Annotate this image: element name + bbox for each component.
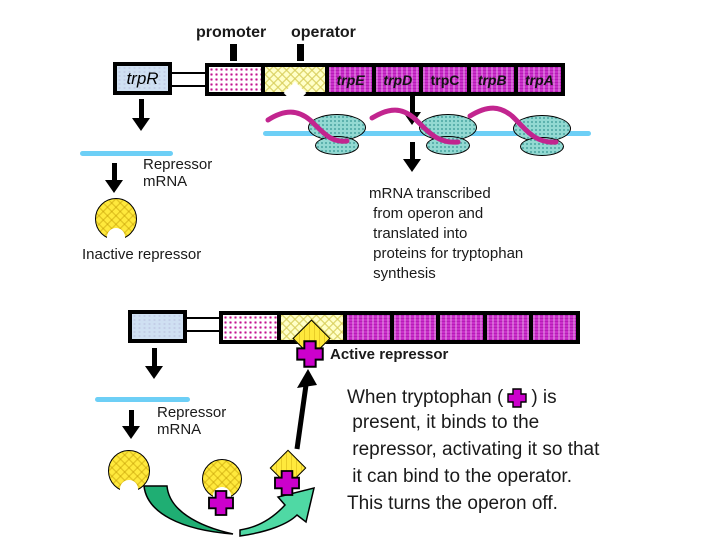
operator-region-box <box>265 67 325 105</box>
transcription-arrow-shaft <box>152 348 157 368</box>
tryptophan-icon <box>208 490 234 516</box>
trpD-gene-label: trpD <box>383 71 413 88</box>
explanation-suffix: ) is <box>531 387 557 408</box>
explanation-line1: When tryptophan ( ) is <box>347 384 557 411</box>
down-arrow-icon <box>403 112 421 125</box>
dna-connector-line <box>172 72 206 74</box>
trpR-gene-label: trpR <box>126 68 159 88</box>
down-arrow-icon <box>132 118 150 131</box>
down-arrow-icon <box>105 180 123 193</box>
trpE-gene-box-off <box>347 315 390 340</box>
transcription-arrow-shaft <box>410 96 415 114</box>
active-repressor-label: Active repressor <box>330 346 449 363</box>
promoter-region-box <box>209 67 261 92</box>
up-arrow-icon <box>297 369 317 388</box>
trpB-gene-box-off <box>486 315 530 340</box>
repressor-mrna-strand <box>95 397 190 402</box>
empty-repressor-binding-site <box>283 81 307 105</box>
trp-operon-map: trpE trpD trpC trpB trpA <box>205 63 565 105</box>
down-arrow-icon <box>122 426 140 439</box>
trpD-gene-box: trpD <box>376 67 420 92</box>
down-arrow-icon <box>403 159 421 172</box>
trpD-gene-box-off <box>393 315 437 340</box>
translation-arrow-shaft <box>129 410 134 428</box>
translation-arrow-shaft <box>410 142 415 161</box>
dna-connector-line <box>187 330 220 332</box>
transcription-arrow-shaft <box>139 99 144 120</box>
repressor-mrna-label: Repressor mRNA <box>143 156 213 190</box>
explanation-prefix: When tryptophan ( <box>347 387 504 408</box>
promoter-label: promoter <box>196 24 267 41</box>
dna-connector-line <box>187 317 220 319</box>
ribosome-small-subunit <box>426 136 470 155</box>
trpC-gene-box: trpC <box>423 67 467 92</box>
operon-mrna-caption: mRNA transcribed from operon and transla… <box>369 185 524 282</box>
repressor-mrna-strand <box>80 151 173 156</box>
translation-arrow-shaft <box>112 163 117 182</box>
tryptophan-icon <box>507 387 528 408</box>
inactive-repressor-label: Inactive repressor <box>82 246 202 263</box>
operator-pointer-tick <box>297 44 304 61</box>
inactive-repressor-protein <box>108 450 150 492</box>
ribosome-small-subunit <box>520 137 564 156</box>
operator-region-box <box>281 315 343 340</box>
repressor-mrna-label: Repressor mRNA <box>157 404 227 438</box>
dna-connector-line <box>172 85 206 87</box>
trpB-gene-box: trpB <box>470 67 514 92</box>
trpR-gene-box-repressed <box>128 310 187 343</box>
trpB-gene-label: trpB <box>477 71 507 88</box>
trpA-gene-box: trpA <box>517 67 562 92</box>
explanation-paragraph: present, it binds to the repressor, acti… <box>347 412 600 514</box>
inactive-repressor-protein <box>95 198 137 240</box>
promoter-region-box <box>223 315 277 340</box>
promoter-pointer-tick <box>230 44 237 61</box>
trpR-gene-box: trpR <box>113 62 172 95</box>
trpA-gene-box-off <box>533 315 576 340</box>
down-arrow-icon <box>145 366 163 379</box>
trpC-gene-label: trpC <box>430 71 460 88</box>
repressor-to-operator-arrow-shaft <box>294 384 309 450</box>
trpE-gene-label: trpE <box>336 71 365 88</box>
tryptophan-icon <box>296 340 324 368</box>
operator-label: operator <box>291 24 356 41</box>
ribosome-small-subunit <box>315 136 359 155</box>
trpA-gene-label: trpA <box>525 71 554 88</box>
trp-operon-map-off <box>219 311 580 344</box>
trpE-gene-box: trpE <box>329 67 373 92</box>
tryptophan-icon <box>274 470 300 496</box>
trpC-gene-box-off <box>440 315 483 340</box>
